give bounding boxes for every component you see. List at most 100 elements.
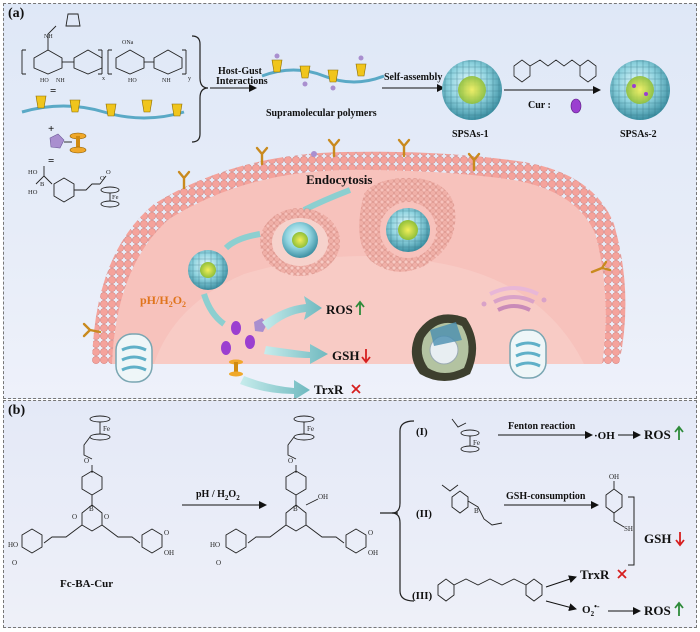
svg-text:HO: HO	[128, 78, 137, 84]
svg-text:O: O	[72, 513, 77, 521]
svg-text:OH: OH	[318, 493, 328, 501]
gsh-label-b: GSH	[644, 531, 671, 546]
ph-h2o2-arrow-label: pH / H2O2	[196, 489, 240, 502]
oh-label: ·OH	[594, 430, 615, 442]
branch-brace	[391, 420, 415, 602]
panel-a: (a)	[3, 3, 697, 400]
supramolecular-polymer-icon	[261, 53, 385, 91]
gsh-bracket	[628, 496, 635, 566]
svg-text:Fe: Fe	[103, 425, 110, 433]
trxr-x-icon	[351, 384, 361, 394]
svg-text:O: O	[368, 529, 373, 537]
trxr-label: TrxR	[314, 382, 344, 397]
svg-text:ONa: ONa	[122, 40, 134, 46]
route-i-fe: Fe	[473, 439, 480, 447]
svg-text:NH: NH	[162, 78, 171, 84]
ros1-label: ROS	[644, 427, 671, 442]
ros1-up-icon	[674, 425, 684, 440]
endocytosis-pocket	[359, 177, 456, 272]
cur-label: Cur :	[528, 100, 551, 111]
degraded-components	[221, 318, 267, 377]
supramolecular-label: Supramolecular polymers	[266, 108, 377, 119]
cur-drop-icon	[570, 98, 582, 114]
svg-text:NH: NH	[44, 34, 53, 40]
effect-arrows	[240, 296, 328, 400]
gsh-product-structure	[605, 481, 625, 528]
route-iii-label: (III)	[412, 590, 433, 602]
svg-text:O: O	[12, 559, 17, 567]
fc-ba-cur-structure	[21, 415, 163, 554]
fc-ba-cur-label: Fc-BA-Cur	[60, 578, 113, 590]
svg-text:HO: HO	[28, 169, 38, 176]
gsh-down-icon-b	[675, 532, 685, 547]
trxr-arrow	[545, 575, 577, 588]
svg-text:B: B	[293, 505, 298, 513]
released-nanoparticle	[188, 250, 228, 290]
spsas2-sphere	[610, 60, 670, 120]
nucleus	[411, 314, 477, 381]
ros-up-icon	[355, 300, 365, 315]
svg-text:Fe: Fe	[307, 425, 314, 433]
equals-sign-2: =	[48, 155, 54, 167]
svg-text:HO: HO	[28, 189, 38, 196]
route-ii-structure	[441, 484, 503, 526]
cell	[92, 151, 626, 364]
svg-text:x: x	[102, 76, 105, 82]
gsh-product-sh: SH	[624, 525, 633, 533]
spsas1-sphere	[442, 60, 502, 120]
mitochondria-left	[115, 333, 153, 383]
o2-arrow	[545, 600, 577, 612]
endosome	[260, 208, 340, 276]
fenton-label: Fenton reaction	[508, 421, 576, 432]
svg-text:O: O	[104, 513, 109, 521]
guest-dot	[311, 151, 317, 157]
trxr-x-icon-b	[617, 569, 627, 579]
fc-ba-structure	[35, 166, 120, 208]
trxr-label-b: TrxR	[580, 567, 610, 582]
curcumin-structure-b	[437, 578, 543, 602]
svg-text:HO: HO	[8, 541, 18, 549]
ph-h2o2-label: pH/H2O2	[140, 293, 186, 309]
receptors	[82, 138, 612, 338]
endocytosis-arrow	[302, 187, 352, 213]
svg-text:B: B	[89, 505, 94, 513]
panel-b-drawing: Fe O B O O HO O O OH Fc-BA-Cur pH / H2O2	[8, 415, 685, 618]
gsh-consumption-label: GSH-consumption	[506, 491, 586, 502]
ros2-up-icon	[674, 601, 684, 616]
svg-text:NH: NH	[56, 78, 65, 84]
svg-text:O: O	[288, 457, 293, 465]
ph-arrow	[201, 293, 226, 327]
svg-text:HO: HO	[40, 78, 49, 84]
svg-text:O: O	[216, 559, 221, 567]
guest-molecule-icon	[49, 132, 87, 154]
svg-text:O: O	[164, 529, 169, 537]
svg-text:B: B	[40, 181, 45, 188]
host-guest-label-1: Host-Gust	[218, 66, 263, 77]
host-guest-label-2: Interactions	[216, 76, 268, 87]
polymer-structure	[21, 13, 187, 75]
spsas1-label: SPSAs-1	[452, 129, 489, 140]
svg-text:OH: OH	[164, 549, 174, 557]
intermediate-structure	[225, 415, 367, 554]
ros-label: ROS	[326, 302, 353, 317]
plus-sign: +	[48, 123, 54, 135]
endocytosis-label: Endocytosis	[306, 172, 372, 187]
equals-sign: =	[50, 85, 56, 97]
gsh-product-oh: OH	[609, 473, 619, 481]
gsh-down-icon	[361, 349, 371, 364]
spsas2-label: SPSAs-2	[620, 129, 657, 140]
gsh-label: GSH	[332, 348, 359, 363]
panel-b: (b) Fe	[3, 400, 697, 628]
svg-text:OH: OH	[368, 549, 378, 557]
polymer-host-cups	[21, 95, 185, 120]
svg-text:y: y	[188, 76, 191, 82]
golgi	[481, 286, 547, 312]
panel-a-label: (a)	[8, 6, 25, 21]
route-ii-b: B	[474, 507, 479, 515]
mitochondria-right	[509, 329, 547, 379]
svg-text:O: O	[106, 169, 111, 176]
